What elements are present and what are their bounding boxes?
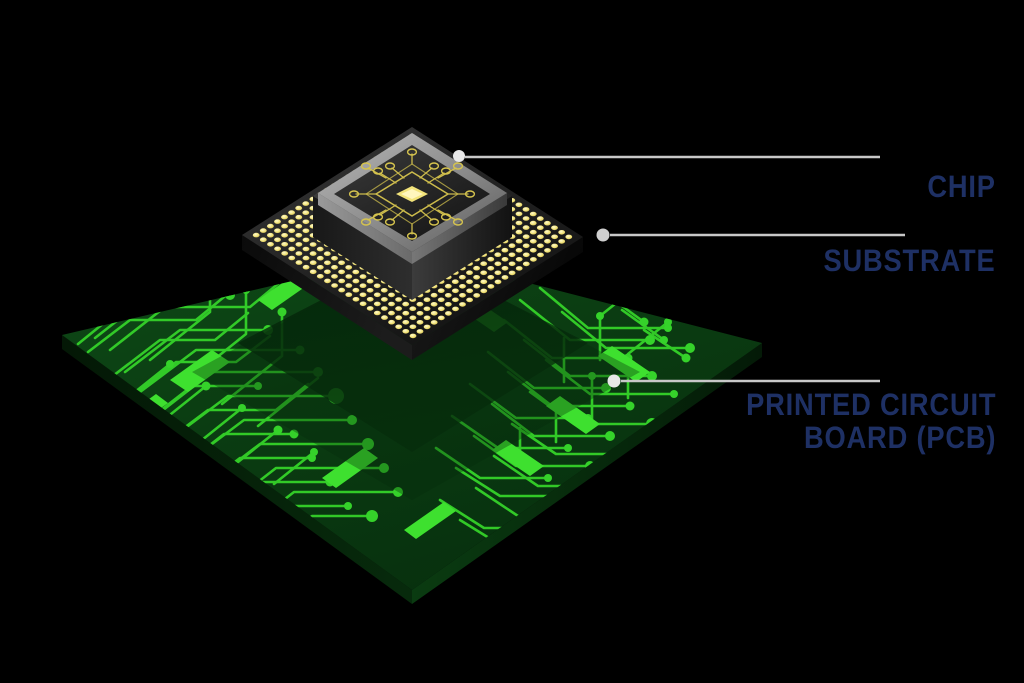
leader-dot-substrate <box>596 228 610 242</box>
pedestal-right-face <box>412 196 512 300</box>
die-right-face <box>412 193 507 264</box>
substrate-left-edge <box>242 235 412 360</box>
die-left-face <box>318 193 412 264</box>
leader-dot-pcb <box>607 374 621 388</box>
substrate-right-edge <box>412 237 583 360</box>
chip-die-group <box>318 133 507 264</box>
die-core-highlight <box>401 189 423 199</box>
substrate-shadow-soft <box>192 253 640 500</box>
label-substrate: SUBSTRATE <box>823 243 996 278</box>
label-chip: CHIP <box>927 169 996 204</box>
leader-dot-chip <box>453 150 465 162</box>
pcb-left-edge <box>62 335 412 604</box>
label-pcb: PRINTED CIRCUIT BOARD (PCB) <box>745 387 996 456</box>
leader-chip <box>453 150 880 162</box>
leader-pcb <box>607 374 880 388</box>
die-contact-pads <box>348 148 476 240</box>
pedestal-left-face <box>313 196 412 300</box>
pcb-right-edge <box>412 343 762 604</box>
leader-lines <box>453 150 905 388</box>
die-circuit-pattern <box>355 153 469 235</box>
leader-substrate <box>596 228 905 242</box>
